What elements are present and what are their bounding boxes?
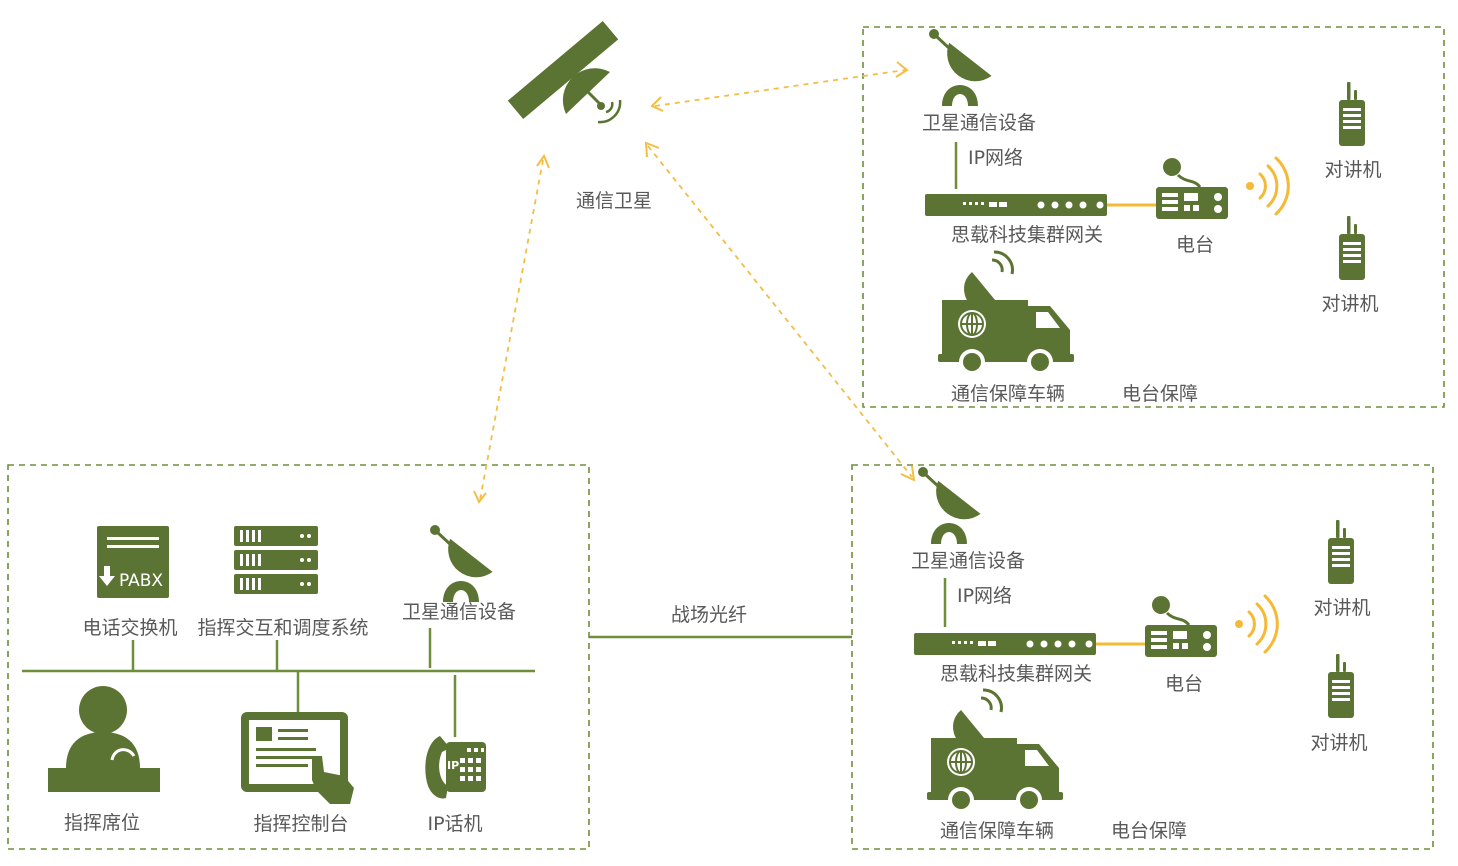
bottom-gateway-label: 思载科技集群网关 bbox=[940, 663, 1092, 685]
bottom-sat-label: 卫星通信设备 bbox=[911, 550, 1025, 572]
satellite-label: 通信卫星 bbox=[576, 190, 652, 212]
bottom-walkie1-label: 对讲机 bbox=[1313, 597, 1370, 619]
pabx-icon-text: PABX bbox=[119, 571, 163, 591]
console-label: 指挥控制台 bbox=[253, 813, 348, 835]
top-walkie2-label: 对讲机 bbox=[1321, 293, 1378, 315]
bottom-gateway-icon bbox=[914, 633, 1096, 655]
bottom-radio-label: 电台 bbox=[1165, 673, 1203, 695]
top-gateway-icon bbox=[925, 194, 1107, 216]
seat-label: 指挥席位 bbox=[64, 812, 140, 834]
bottom-vehicle-label: 通信保障车辆 bbox=[940, 820, 1054, 842]
lan-bus bbox=[22, 628, 535, 737]
bottom-site-box bbox=[851, 464, 1434, 850]
command-sat-dish-icon bbox=[428, 523, 495, 604]
ip-phone-label: IP话机 bbox=[427, 813, 482, 835]
satellite-links bbox=[473, 61, 916, 504]
command-console-icon bbox=[241, 712, 354, 804]
top-site-box bbox=[862, 26, 1445, 408]
pabx-label: 电话交换机 bbox=[82, 617, 177, 639]
command-center-box bbox=[7, 464, 590, 850]
top-vehicle-label: 通信保障车辆 bbox=[951, 383, 1065, 405]
bottom-sat-dish-icon bbox=[916, 465, 983, 546]
command-sat-label: 卫星通信设备 bbox=[402, 601, 516, 623]
top-signal-icon bbox=[1244, 156, 1290, 216]
command-seat-icon bbox=[48, 686, 160, 792]
bottom-walkie1-icon bbox=[1328, 520, 1354, 584]
top-vehicle-icon bbox=[936, 249, 1076, 377]
top-radio-icon bbox=[1154, 153, 1230, 221]
ip-phone-icon bbox=[425, 736, 486, 799]
top-sat-dish-icon bbox=[927, 27, 994, 108]
top-ip-label: IP网络 bbox=[968, 147, 1023, 169]
bottom-ip-label: IP网络 bbox=[957, 585, 1012, 607]
bottom-radio-icon bbox=[1143, 591, 1219, 659]
pabx-icon bbox=[97, 526, 169, 598]
bottom-walkie2-icon bbox=[1328, 654, 1354, 718]
bottom-vehicle-icon bbox=[925, 687, 1065, 815]
bottom-signal-icon bbox=[1233, 594, 1279, 654]
top-walkie2-icon bbox=[1339, 216, 1365, 280]
dispatch-server-icon bbox=[234, 526, 318, 594]
fiber-label: 战场光纤 bbox=[671, 604, 747, 626]
top-walkie1-icon bbox=[1339, 82, 1365, 146]
bottom-walkie2-label: 对讲机 bbox=[1310, 732, 1367, 754]
top-gateway-label: 思载科技集群网关 bbox=[951, 224, 1103, 246]
ip-phone-icon-text: IP bbox=[447, 759, 459, 772]
satellite-icon bbox=[507, 20, 622, 124]
top-support-label: 电台保障 bbox=[1122, 383, 1198, 405]
top-radio-label: 电台 bbox=[1176, 234, 1214, 256]
dispatch-label: 指挥交互和调度系统 bbox=[197, 617, 368, 639]
bottom-support-label: 电台保障 bbox=[1111, 820, 1187, 842]
top-sat-label: 卫星通信设备 bbox=[922, 112, 1036, 134]
top-walkie1-label: 对讲机 bbox=[1324, 159, 1381, 181]
